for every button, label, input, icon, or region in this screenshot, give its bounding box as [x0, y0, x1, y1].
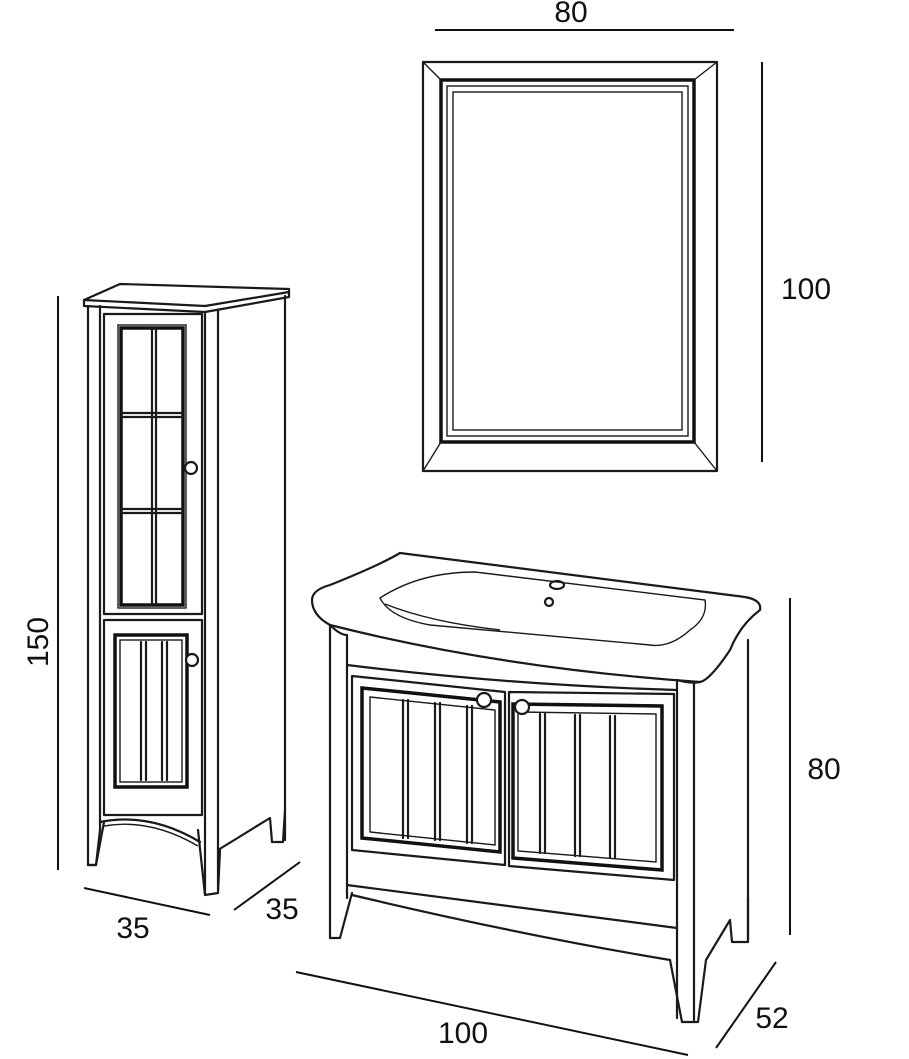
- column-width-label: 35: [116, 912, 149, 945]
- vanity-unit: [310, 551, 762, 1024]
- column-depth-label: 35: [265, 893, 298, 926]
- drain-icon: [543, 596, 555, 608]
- knob-icon: [475, 691, 493, 709]
- column-cabinet: [82, 282, 291, 897]
- mirror-height-label: 100: [781, 273, 831, 306]
- mirror: [421, 60, 719, 473]
- knob-icon: [513, 698, 531, 716]
- dimension-lines: [57, 29, 791, 1056]
- vanity-width-label: 100: [438, 1017, 488, 1050]
- knob-icon: [183, 460, 199, 476]
- vanity-height-label: 80: [807, 753, 840, 786]
- column-height-label: 150: [22, 617, 55, 667]
- mirror-width-label: 80: [554, 0, 587, 29]
- knob-icon: [184, 652, 200, 668]
- vanity-depth-label: 52: [755, 1002, 788, 1035]
